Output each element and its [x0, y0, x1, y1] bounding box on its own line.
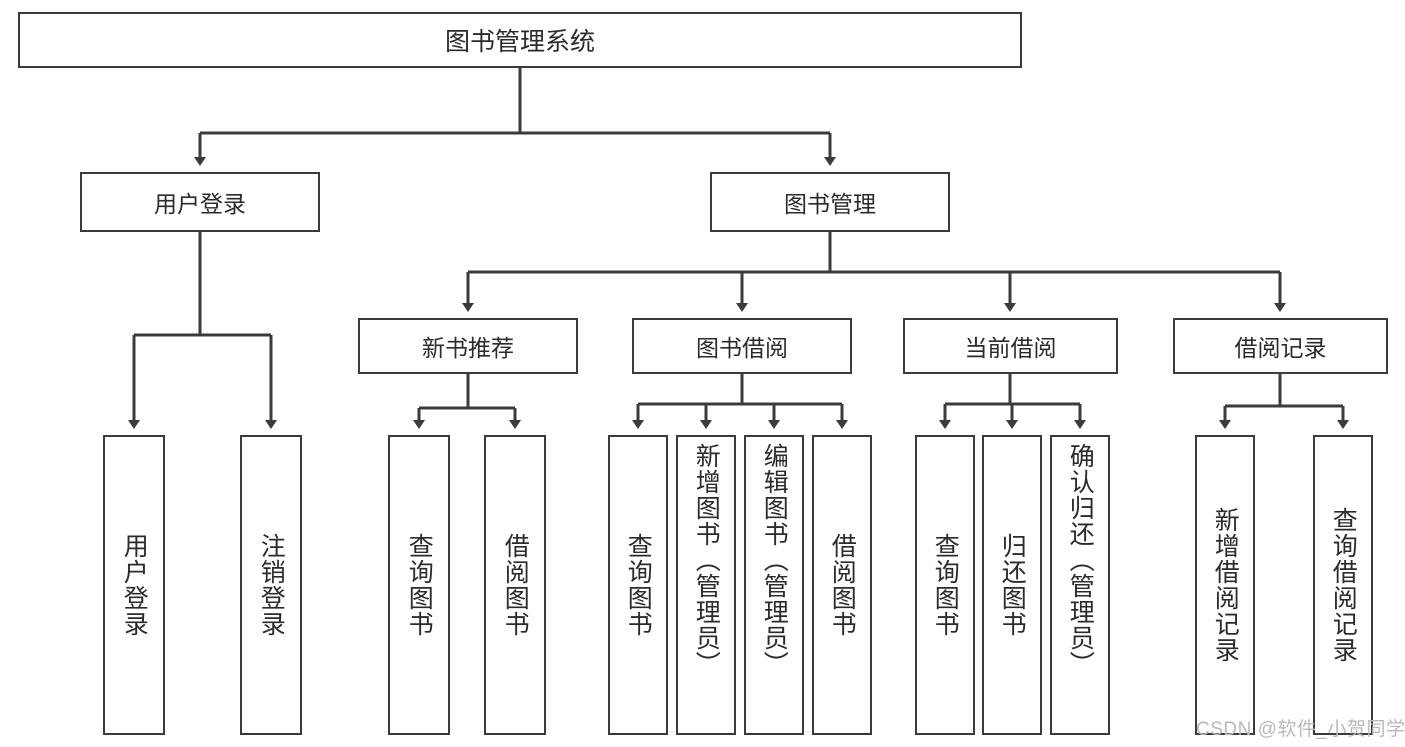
- csdn-watermark: CSDN @软件_小贺同学: [1196, 719, 1405, 740]
- node-book-borrow[interactable]: 图书借阅: [632, 318, 852, 374]
- node-borrow-record-label: 借阅记录: [1234, 335, 1327, 361]
- leaf-return-book[interactable]: 归还图书: [982, 435, 1042, 735]
- leaf-logout-label: 注销登录: [257, 533, 286, 637]
- node-root-label: 图书管理系统: [444, 28, 595, 56]
- node-borrow-record[interactable]: 借阅记录: [1173, 318, 1388, 374]
- leaf-borrow-book[interactable]: 借阅图书: [812, 435, 872, 735]
- leaf-logout[interactable]: 注销登录: [240, 435, 302, 735]
- leaf-add-book-admin[interactable]: 新增图书（管理员）: [676, 435, 736, 735]
- node-book-management-label: 图书管理: [784, 191, 876, 217]
- node-user-login[interactable]: 用户登录: [80, 172, 320, 232]
- leaf-borrow-book-label: 借阅图书: [828, 533, 857, 637]
- node-user-login-label: 用户登录: [154, 191, 246, 217]
- leaf-user-login-label: 用户登录: [120, 533, 149, 637]
- leaf-query-book-current[interactable]: 查询图书: [915, 435, 975, 735]
- leaf-query-book-recommend[interactable]: 查询图书: [388, 435, 450, 735]
- leaf-return-book-label: 归还图书: [998, 533, 1027, 637]
- leaf-query-borrow-record-label: 查询借阅记录: [1329, 507, 1358, 663]
- leaf-query-book-current-label: 查询图书: [931, 533, 960, 637]
- leaf-add-borrow-record-label: 新增借阅记录: [1211, 507, 1240, 663]
- node-current-borrow[interactable]: 当前借阅: [903, 318, 1118, 374]
- leaf-add-borrow-record[interactable]: 新增借阅记录: [1195, 435, 1255, 735]
- leaf-query-borrow-record[interactable]: 查询借阅记录: [1313, 435, 1373, 735]
- leaf-query-book-recommend-label: 查询图书: [405, 533, 434, 637]
- leaf-edit-book-admin[interactable]: 编辑图书（管理员）: [744, 435, 804, 735]
- leaf-borrow-book-recommend[interactable]: 借阅图书: [484, 435, 546, 735]
- node-new-book-recommend[interactable]: 新书推荐: [358, 318, 578, 374]
- node-current-borrow-label: 当前借阅: [964, 335, 1057, 361]
- leaf-query-book-borrow-label: 查询图书: [624, 533, 653, 637]
- leaf-add-book-admin-label: 新增图书（管理员）: [692, 443, 721, 677]
- leaf-user-login[interactable]: 用户登录: [103, 435, 165, 735]
- leaf-edit-book-admin-label: 编辑图书（管理员）: [760, 443, 789, 677]
- node-root[interactable]: 图书管理系统: [18, 12, 1022, 68]
- leaf-query-book-borrow[interactable]: 查询图书: [608, 435, 668, 735]
- node-new-book-recommend-label: 新书推荐: [422, 335, 514, 361]
- node-book-management[interactable]: 图书管理: [710, 172, 950, 232]
- leaf-confirm-return-admin-label: 确认归还（管理员）: [1066, 443, 1095, 677]
- node-book-borrow-label: 图书借阅: [696, 335, 788, 361]
- leaf-borrow-book-recommend-label: 借阅图书: [501, 533, 530, 637]
- leaf-confirm-return-admin[interactable]: 确认归还（管理员）: [1050, 435, 1110, 735]
